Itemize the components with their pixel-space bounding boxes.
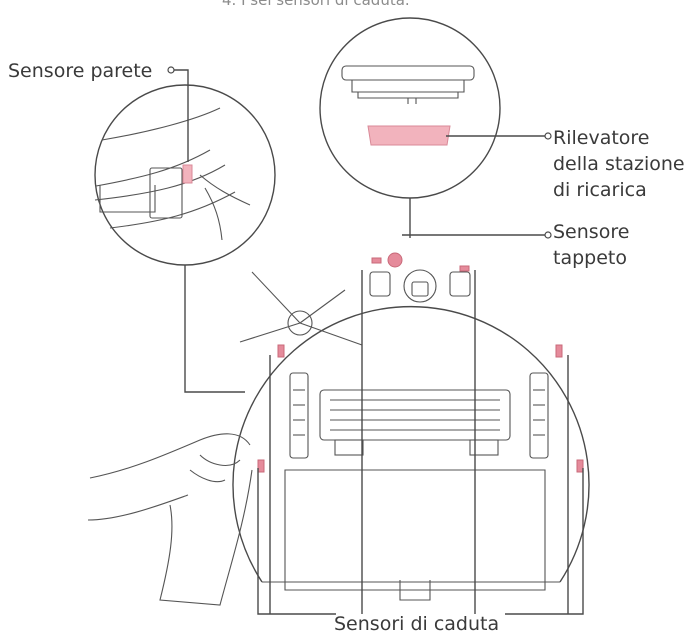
cliff-sensor-left — [277, 344, 285, 358]
hand-cloth — [87, 433, 253, 606]
dock-detector-highlight — [367, 125, 451, 146]
label-dock-detector-line1: Rilevatore — [553, 127, 650, 149]
cliff-sensor-leaders — [257, 270, 584, 615]
dock-detector-inset — [319, 17, 501, 199]
label-dock-detector-line2: della stazione — [553, 153, 685, 175]
cliff-sensor-front-right — [459, 265, 470, 272]
label-dock-detector-line3: di ricarica — [553, 179, 647, 201]
wall-sensor-highlight — [182, 164, 193, 184]
wall-sensor-inset — [94, 84, 276, 266]
label-cliff-sensors: Sensori di caduta — [334, 613, 500, 635]
label-wall-sensor: Sensore parete — [8, 60, 153, 82]
label-carpet-sensor-line1: Sensore — [553, 221, 630, 243]
step-caption: 4. I sei sensori di caduta. — [222, 0, 410, 9]
cliff-sensor-right — [555, 344, 563, 358]
robot-underside — [232, 252, 590, 601]
cliff-sensor-rear-left — [257, 459, 265, 473]
carpet-sensor-highlight — [387, 252, 403, 268]
label-carpet-sensor-line2: tappeto — [553, 247, 627, 269]
cliff-sensor-rear-right — [576, 459, 584, 473]
cliff-sensor-front-left — [371, 257, 382, 264]
